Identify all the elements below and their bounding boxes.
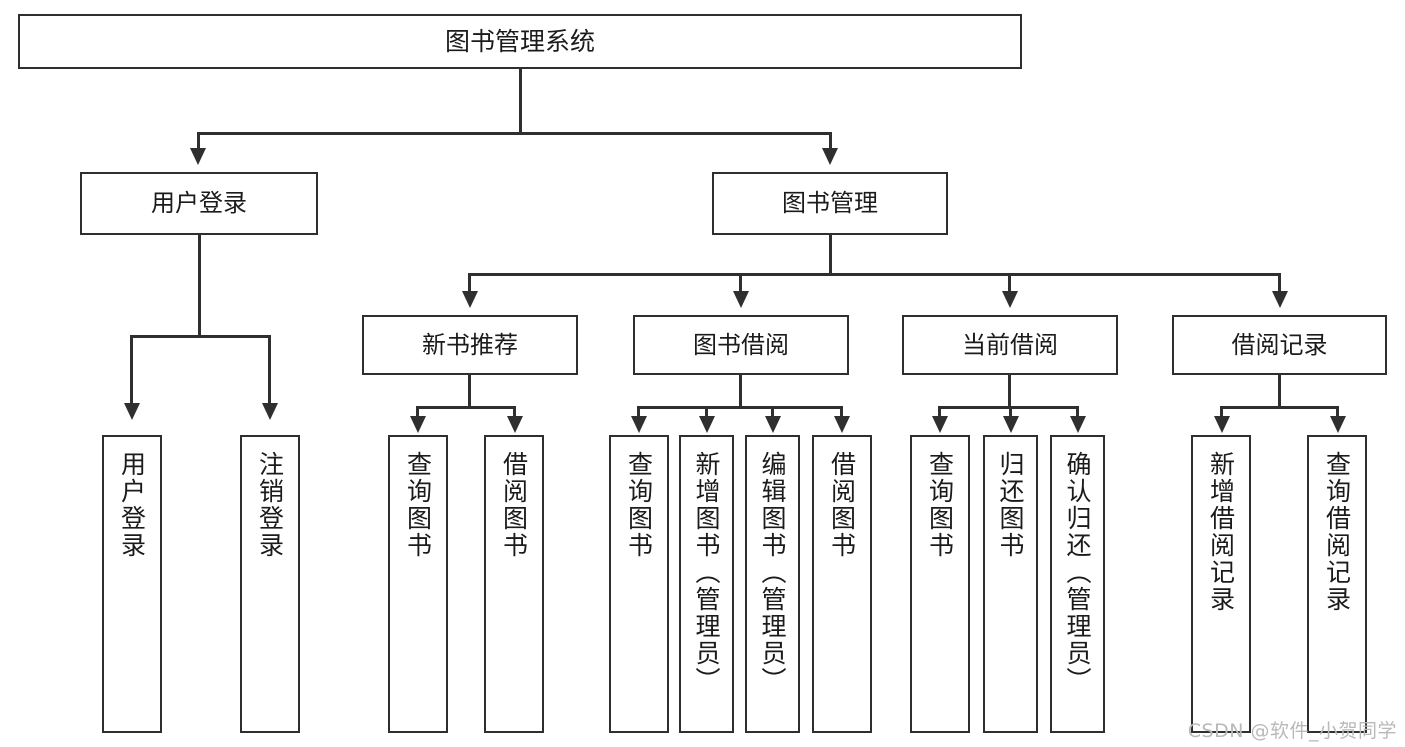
- node-root-label: 图书管理系统: [444, 26, 595, 56]
- arrow-to-leaf-borrow-book-2: [834, 416, 850, 433]
- leaf-query-book-1-label: 查询图书: [403, 451, 433, 559]
- connector-root-stem: [519, 69, 522, 134]
- connector-bm-drop-1: [468, 273, 471, 293]
- node-book-management-label: 图书管理: [782, 189, 878, 218]
- arrow-to-borrow-record: [1272, 291, 1288, 308]
- connector-br-drop-1: [1220, 406, 1223, 418]
- leaf-logout-label: 注销登录: [255, 451, 285, 559]
- connector-bm-drop-3: [1008, 273, 1011, 293]
- leaf-add-book[interactable]: 新增图书（管理员）: [679, 435, 734, 733]
- connector-nbr-stem: [468, 375, 471, 408]
- leaf-query-book-2[interactable]: 查询图书: [609, 435, 669, 733]
- arrow-to-leaf-logout: [262, 403, 278, 420]
- node-book-borrow[interactable]: 图书借阅: [633, 315, 849, 375]
- csdn-watermark: CSDN @软件_小贺同学: [1187, 720, 1397, 742]
- connector-bm-drop-4: [1278, 273, 1281, 293]
- connector-cb-drop-1: [938, 406, 941, 418]
- connector-user-login-drop-2: [268, 335, 271, 405]
- connector-user-login-drop-1: [130, 335, 133, 405]
- connector-nbr-drop-1: [416, 406, 419, 418]
- node-new-book-rec-label: 新书推荐: [422, 330, 518, 359]
- arrow-to-leaf-query-book-1: [410, 416, 426, 433]
- connector-cb-drop-2: [1009, 406, 1012, 418]
- leaf-query-book-3[interactable]: 查询图书: [910, 435, 970, 733]
- leaf-query-record-label: 查询借阅记录: [1322, 451, 1352, 613]
- node-borrow-record[interactable]: 借阅记录: [1172, 315, 1387, 375]
- connector-br-bar: [1221, 406, 1338, 409]
- leaf-return-book-label: 归还图书: [996, 451, 1025, 559]
- arrow-to-leaf-user-login: [124, 403, 140, 420]
- connector-bb-drop-4: [840, 406, 843, 418]
- leaf-borrow-book-2[interactable]: 借阅图书: [812, 435, 872, 733]
- connector-cb-drop-3: [1076, 406, 1079, 418]
- connector-bb-bar: [638, 406, 842, 409]
- connector-br-drop-2: [1336, 406, 1339, 418]
- node-borrow-record-label: 借阅记录: [1231, 330, 1328, 359]
- connector-nbr-drop-2: [513, 406, 516, 418]
- node-current-borrow[interactable]: 当前借阅: [902, 315, 1118, 375]
- leaf-confirm-return-label: 确认归还（管理员）: [1063, 451, 1092, 694]
- node-book-borrow-label: 图书借阅: [693, 330, 789, 359]
- connector-bm-drop-2: [739, 273, 742, 293]
- arrow-to-leaf-return-book: [1003, 416, 1019, 433]
- connector-root-bar: [198, 132, 832, 135]
- leaf-borrow-book-2-label: 借阅图书: [827, 451, 857, 559]
- connector-book-management-stem: [829, 235, 832, 275]
- connector-book-management-bar: [469, 273, 1281, 276]
- leaf-add-book-label: 新增图书（管理员）: [692, 451, 721, 694]
- arrow-to-book-management: [822, 148, 838, 165]
- connector-user-login-bar: [131, 335, 270, 338]
- node-user-login[interactable]: 用户登录: [80, 172, 318, 235]
- node-new-book-rec[interactable]: 新书推荐: [362, 315, 578, 375]
- leaf-user-login[interactable]: 用户登录: [102, 435, 162, 733]
- leaf-add-record-label: 新增借阅记录: [1206, 451, 1236, 613]
- connector-cb-stem: [1008, 375, 1011, 408]
- connector-bb-drop-1: [637, 406, 640, 418]
- leaf-add-record[interactable]: 新增借阅记录: [1191, 435, 1251, 733]
- node-book-management[interactable]: 图书管理: [712, 172, 948, 235]
- node-current-borrow-label: 当前借阅: [962, 330, 1058, 359]
- arrow-to-leaf-confirm-return: [1070, 416, 1086, 433]
- connector-bb-drop-3: [771, 406, 774, 418]
- arrow-to-leaf-add-book: [699, 416, 715, 433]
- connector-bb-stem: [739, 375, 742, 408]
- connector-br-stem: [1278, 375, 1281, 408]
- arrow-to-current-borrow: [1002, 291, 1018, 308]
- arrow-to-new-book-rec: [462, 291, 478, 308]
- leaf-confirm-return[interactable]: 确认归还（管理员）: [1050, 435, 1105, 733]
- arrow-to-leaf-query-record: [1330, 416, 1346, 433]
- leaf-query-book-3-label: 查询图书: [925, 451, 955, 559]
- arrow-to-leaf-query-book-2: [631, 416, 647, 433]
- leaf-query-record[interactable]: 查询借阅记录: [1307, 435, 1367, 733]
- arrow-to-leaf-query-book-3: [932, 416, 948, 433]
- leaf-edit-book[interactable]: 编辑图书（管理员）: [745, 435, 800, 733]
- leaf-edit-book-label: 编辑图书（管理员）: [758, 451, 787, 694]
- arrow-to-leaf-borrow-book-1: [507, 416, 523, 433]
- connector-nbr-bar: [417, 406, 516, 409]
- node-user-login-label: 用户登录: [151, 189, 247, 218]
- leaf-borrow-book-1[interactable]: 借阅图书: [484, 435, 544, 733]
- connector-user-login-stem: [198, 235, 201, 337]
- leaf-logout[interactable]: 注销登录: [240, 435, 300, 733]
- leaf-return-book[interactable]: 归还图书: [983, 435, 1038, 733]
- connector-root-drop-right: [829, 132, 832, 150]
- connector-root-drop-left: [197, 132, 200, 150]
- arrow-to-book-borrow: [733, 291, 749, 308]
- leaf-user-login-label: 用户登录: [117, 451, 147, 559]
- arrow-to-user-login: [190, 148, 206, 165]
- arrow-to-leaf-edit-book: [765, 416, 781, 433]
- leaf-query-book-2-label: 查询图书: [624, 451, 654, 559]
- connector-bb-drop-2: [705, 406, 708, 418]
- node-root[interactable]: 图书管理系统: [18, 14, 1022, 69]
- arrow-to-leaf-add-record: [1214, 416, 1230, 433]
- leaf-borrow-book-1-label: 借阅图书: [499, 451, 529, 559]
- leaf-query-book-1[interactable]: 查询图书: [388, 435, 448, 733]
